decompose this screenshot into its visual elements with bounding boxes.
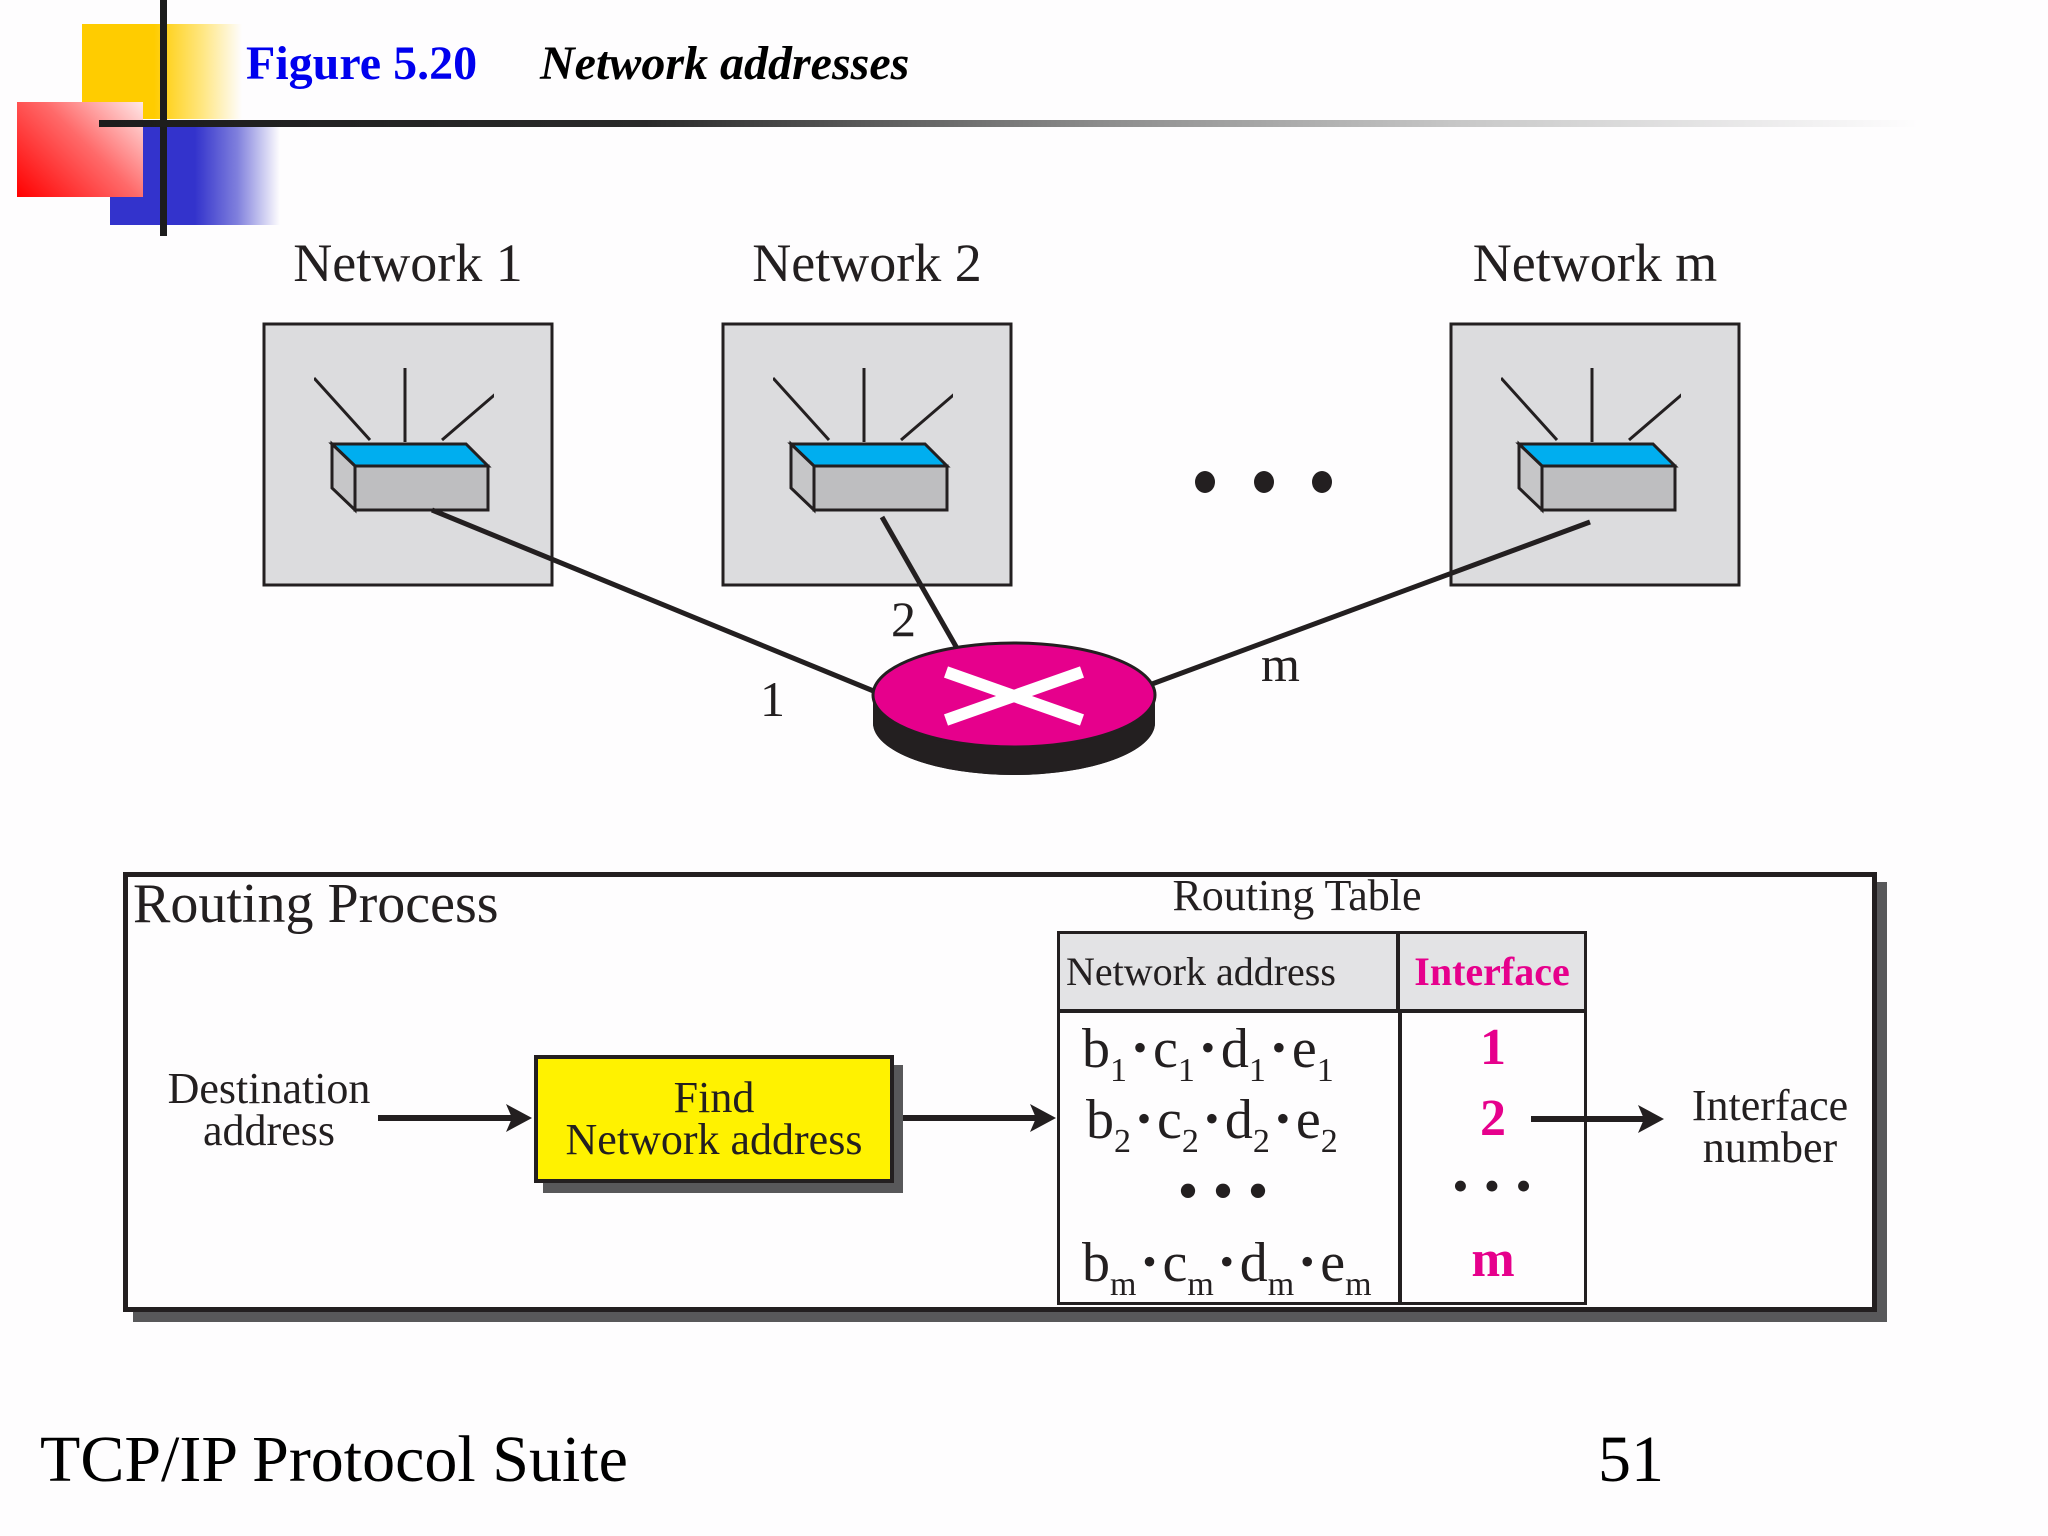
routing-table: Network address Interface b1•c1•d1•e1 1 …: [1057, 931, 1587, 1305]
arrow-to-output: [1531, 1105, 1664, 1133]
arrow-to-table: [903, 1104, 1056, 1132]
address-subscript: m: [1345, 1266, 1372, 1303]
address-subscript: 2: [1114, 1123, 1131, 1160]
link-m: [1151, 519, 1591, 687]
routing-process-title: Routing Process: [133, 873, 499, 935]
destination-label-line1: Destination: [167, 1064, 371, 1113]
table-row-address: bm•cm•dm•em: [1082, 1232, 1382, 1303]
address-separator: •: [1204, 1096, 1219, 1141]
address-separator: •: [1219, 1239, 1234, 1284]
link-1-label: 1: [760, 671, 785, 727]
router-icon: [871, 641, 1157, 775]
address-subscript: 1: [1110, 1052, 1127, 1089]
table-row-interface: 1: [1480, 1019, 1506, 1076]
address-part: b: [1082, 1018, 1110, 1080]
routing-table-title: Routing Table: [1172, 871, 1422, 920]
decor-red-square: [17, 102, 143, 197]
address-part: b: [1086, 1089, 1114, 1151]
address-subscript: 1: [1248, 1052, 1266, 1089]
table-row-interface: 2: [1480, 1090, 1506, 1147]
address-part: d: [1220, 1018, 1249, 1080]
address-separator: •: [1133, 1025, 1148, 1070]
address-subscript: 2: [1252, 1123, 1270, 1160]
address-separator: •: [1142, 1239, 1157, 1284]
address-separator: •: [1200, 1025, 1215, 1070]
address-subscript: 1: [1316, 1052, 1334, 1089]
network-2-label: Network 2: [752, 233, 982, 293]
link-1: [431, 507, 877, 695]
figure-number: Figure 5.20: [246, 37, 478, 90]
address-part: e: [1291, 1018, 1317, 1080]
address-part: b: [1082, 1232, 1110, 1294]
address-ellipsis: •••: [1177, 1158, 1283, 1224]
address-separator: •: [1137, 1096, 1152, 1141]
output-label-line1: Interface: [1691, 1081, 1849, 1130]
address-subscript: 2: [1320, 1123, 1338, 1160]
figure-title: Network addresses: [540, 37, 910, 90]
address-part: e: [1320, 1232, 1346, 1294]
column-divider: [1398, 1013, 1402, 1305]
table-row-address: b1•c1•d1•e1: [1082, 1018, 1382, 1089]
address-subscript: 1: [1177, 1052, 1195, 1089]
output-label-line2: number: [1702, 1123, 1838, 1172]
find-step-line2: Network address: [565, 1115, 863, 1164]
address-part: d: [1239, 1232, 1268, 1294]
table-row-interface: m: [1471, 1231, 1515, 1288]
column-header-network-address: Network address: [1060, 934, 1400, 1013]
page-number: 51: [1598, 1423, 1664, 1496]
interface-ellipsis: • • •: [1452, 1160, 1534, 1211]
destination-label-line2: address: [203, 1106, 335, 1155]
address-subscript: 2: [1181, 1123, 1199, 1160]
network-topology: [262, 322, 1741, 775]
address-separator: •: [1275, 1096, 1290, 1141]
table-row-address: b2•c2•d2•e2: [1086, 1089, 1386, 1160]
address-part: c: [1157, 1089, 1182, 1151]
arrow-to-find: [378, 1104, 532, 1132]
title-underline: [99, 120, 1919, 127]
decor-vertical-line: [160, 0, 167, 236]
footer-book-title: TCP/IP Protocol Suite: [40, 1423, 628, 1496]
find-network-address-step: Find Network address: [534, 1055, 894, 1183]
find-step-line1: Find: [673, 1073, 755, 1122]
interface-number-label: Interface number: [1680, 1081, 1860, 1172]
link-2-label: 2: [891, 591, 916, 647]
network-1-label: Network 1: [293, 233, 523, 293]
network-m-label: Network m: [1472, 233, 1718, 293]
address-subscript: m: [1110, 1266, 1137, 1303]
address-part: c: [1162, 1232, 1188, 1294]
destination-address-label: Destination address: [140, 1064, 398, 1155]
address-separator: •: [1271, 1025, 1286, 1070]
address-subscript: m: [1187, 1266, 1214, 1303]
address-part: d: [1224, 1089, 1253, 1151]
address-part: c: [1153, 1018, 1178, 1080]
link-2: [879, 515, 961, 652]
address-subscript: m: [1267, 1266, 1295, 1303]
address-part: e: [1295, 1089, 1321, 1151]
link-m-label: m: [1261, 636, 1300, 692]
address-separator: •: [1300, 1239, 1315, 1284]
more-networks-ellipsis: [1195, 471, 1332, 493]
column-header-interface: Interface: [1400, 934, 1584, 1013]
